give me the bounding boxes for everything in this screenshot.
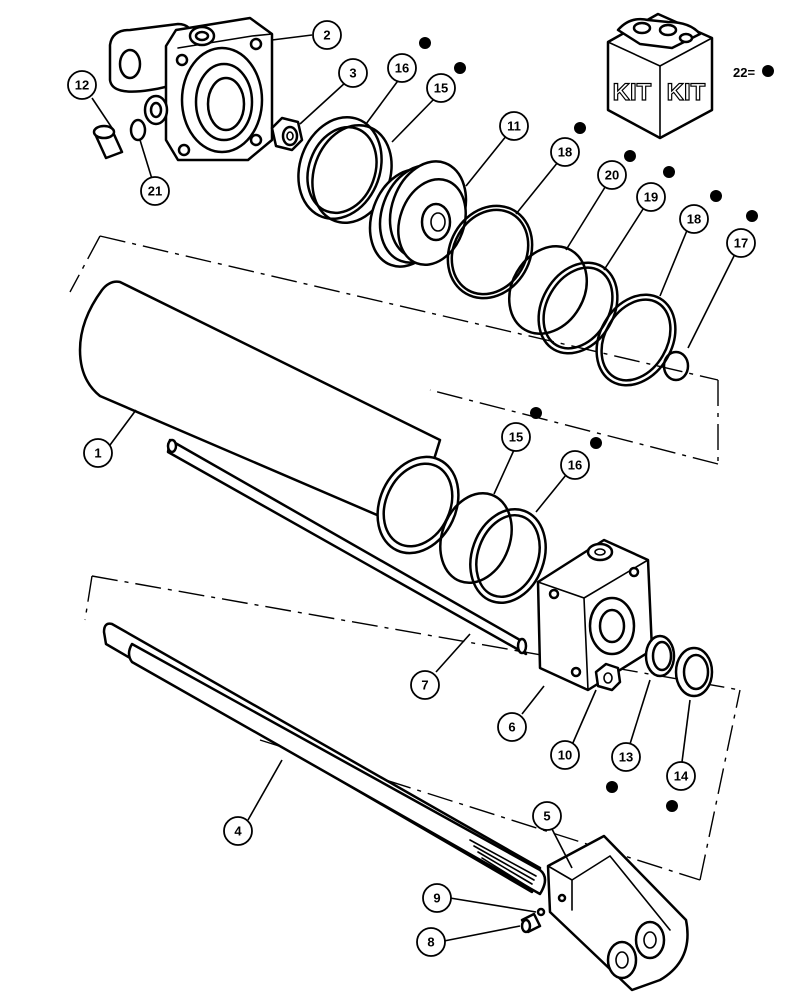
svg-text:17: 17 — [734, 236, 748, 251]
callout-21: 21 — [140, 176, 170, 206]
svg-text:16: 16 — [395, 61, 409, 76]
kit-group-outline — [69, 235, 741, 881]
callout-16-top: 16 — [387, 53, 417, 83]
wear-ring-20 — [508, 245, 588, 335]
backup-ring-inner — [306, 125, 378, 215]
callout-10: 10 — [550, 740, 580, 770]
callout-7: 5 — [532, 801, 562, 831]
svg-text:15: 15 — [509, 430, 523, 445]
kit-dot — [663, 166, 675, 178]
kit-legend-label: 22= — [733, 65, 755, 80]
backup-ring-mid — [469, 507, 547, 605]
callout-15-mid: 15 — [501, 422, 531, 452]
callout-12: 12 — [67, 70, 97, 100]
backup-ring — [297, 116, 383, 220]
svg-text:19: 19 — [644, 190, 658, 205]
seal-ring-18b — [595, 293, 677, 387]
piston-rod — [102, 622, 547, 896]
callout-18-first: 18 — [550, 137, 580, 167]
svg-text:11: 11 — [507, 119, 521, 134]
backup-ring-mid-inner — [475, 513, 541, 599]
kit-dot — [574, 122, 586, 134]
callout-5: 3 — [338, 58, 368, 88]
svg-text:18: 18 — [687, 212, 701, 227]
seal-ring-18-inner — [450, 208, 530, 296]
leader-lines — [91, 34, 737, 942]
kit-dot — [624, 150, 636, 162]
front-end-cap — [536, 538, 654, 692]
kit-legend: 22= — [733, 65, 774, 80]
plug — [92, 124, 124, 160]
callout-14: 14 — [666, 761, 696, 791]
callout-16-mid: 16 — [560, 450, 590, 480]
callout-2: 2 — [312, 20, 342, 50]
callout-15-top: 15 — [426, 73, 456, 103]
svg-text:13: 13 — [619, 750, 633, 765]
kit-dot — [606, 781, 618, 793]
svg-text:12: 12 — [75, 78, 89, 93]
callout-3: 11 — [499, 111, 529, 141]
piston — [368, 160, 468, 268]
kit-dot — [746, 210, 758, 222]
grease-fitting — [520, 912, 542, 934]
kit-dot — [530, 407, 542, 419]
svg-text:16: 16 — [568, 458, 582, 473]
callout-4: 4 — [223, 816, 253, 846]
cylinder-barrel — [78, 280, 460, 555]
check-ball — [536, 907, 546, 917]
svg-text:18: 18 — [558, 145, 572, 160]
svg-text:3: 3 — [349, 66, 356, 81]
callout-13: 13 — [611, 742, 641, 772]
plug-o-ring — [129, 118, 147, 142]
callout-9: 9 — [422, 883, 452, 913]
callout-20: 20 — [597, 160, 627, 190]
svg-text:7: 7 — [421, 678, 428, 693]
nut — [270, 116, 304, 152]
tie-rod — [166, 438, 528, 656]
kit-label-left: KIT — [613, 79, 652, 106]
o-ring-17 — [662, 350, 690, 382]
callouts: 2 3 16 15 11 18 20 19 18 17 12 21 1 15 1… — [67, 20, 756, 957]
svg-text:9: 9 — [433, 891, 440, 906]
kit-dot — [666, 800, 678, 812]
kit-box-icon: KIT KIT — [606, 12, 714, 140]
callout-19: 19 — [636, 182, 666, 212]
callout-1: 1 — [83, 438, 113, 468]
svg-text:8: 8 — [427, 935, 434, 950]
svg-text:15: 15 — [434, 81, 448, 96]
svg-text:2: 2 — [323, 28, 330, 43]
svg-text:1: 1 — [94, 446, 101, 461]
callout-8: 8 — [416, 927, 446, 957]
kit-dot — [419, 37, 431, 49]
tie-rod-nut — [594, 662, 622, 692]
kit-label-right: KIT — [667, 79, 706, 106]
callout-11: 7 — [410, 670, 440, 700]
kit-legend-dot — [762, 65, 774, 77]
svg-text:4: 4 — [234, 824, 242, 839]
rod-seal — [644, 634, 676, 678]
svg-text:6: 6 — [508, 720, 515, 735]
callout-17: 17 — [726, 228, 756, 258]
o-ring-mid — [439, 491, 513, 585]
svg-text:5: 5 — [543, 809, 550, 824]
kit-dot — [710, 190, 722, 202]
svg-text:20: 20 — [605, 168, 619, 183]
rod-clevis — [546, 834, 689, 992]
svg-text:10: 10 — [558, 748, 572, 763]
svg-text:14: 14 — [674, 769, 689, 784]
svg-text:21: 21 — [148, 184, 162, 199]
kit-dot — [590, 437, 602, 449]
seal-ring-18b-inner — [600, 298, 672, 382]
kit-dot — [454, 62, 466, 74]
callout-18-second: 18 — [679, 204, 709, 234]
callout-6: 6 — [497, 712, 527, 742]
seal-ring-18 — [446, 204, 534, 300]
kit-dots — [419, 37, 758, 812]
wiper-seal — [674, 646, 714, 698]
rear-end-cap — [108, 16, 274, 162]
